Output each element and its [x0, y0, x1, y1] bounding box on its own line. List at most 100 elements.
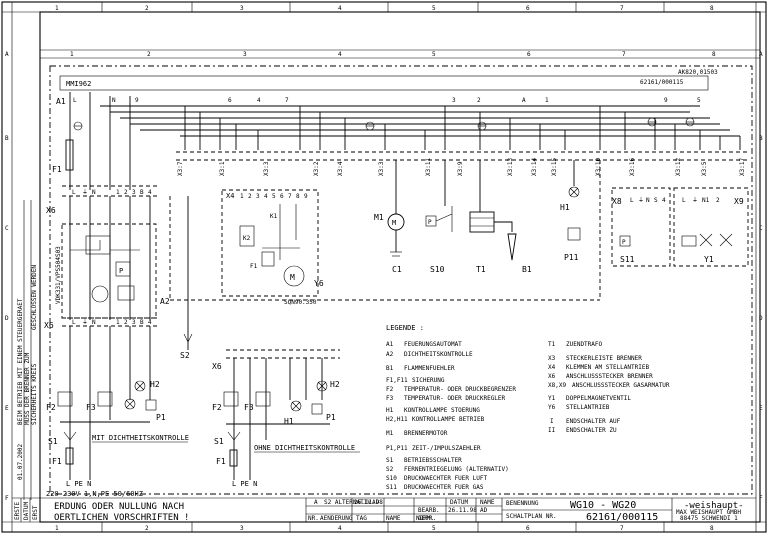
svg-text:E: E [5, 405, 9, 412]
t1-transformer-icon [469, 211, 495, 233]
svg-text:BETRIEBSSCHALTER: BETRIEBSSCHALTER [404, 457, 462, 464]
svg-text:7: 7 [285, 97, 289, 104]
svg-text:X3:14: X3:14 [531, 158, 538, 176]
svg-text:P: P [119, 267, 123, 275]
benennung-label: BENENNUNG [506, 500, 539, 507]
f3-left: F3 [86, 403, 96, 412]
svg-text:ERST: ERST [32, 505, 39, 520]
svg-text:STELLANTRIEB: STELLANTRIEB [566, 404, 610, 411]
svg-text:B1: B1 [386, 365, 394, 372]
wire-numbers: L N 9 6 4 7 3 2 A 1 9 5 [73, 97, 701, 104]
f2-mid: F2 [212, 403, 222, 412]
title-block [12, 497, 756, 522]
svg-text:BRENNERMOTOR: BRENNERMOTOR [404, 430, 448, 437]
svg-text:ANSCHLUSSSTECKER GASARMATUR: ANSCHLUSSSTECKER GASARMATUR [572, 382, 670, 389]
lower-mid-circuit [223, 358, 330, 480]
mm-label: MMI962 [66, 80, 91, 88]
svg-text:A: A [5, 51, 9, 58]
h2-left: H2 [150, 380, 160, 389]
svg-text:N: N [92, 319, 96, 326]
svg-text:3: 3 [243, 51, 247, 58]
x4-label: X4 [226, 192, 234, 200]
f1-fuse-icon [65, 139, 74, 171]
svg-text:2: 2 [124, 189, 128, 196]
svg-text:DRUCKWAECHTER FUER LUFT: DRUCKWAECHTER FUER LUFT [404, 475, 487, 482]
ref-2: 62161/000115 [640, 79, 684, 86]
svg-text:S1: S1 [386, 457, 394, 464]
svg-text:X6: X6 [548, 373, 556, 380]
svg-text:E: E [759, 405, 763, 412]
x3-connectors: X3:7 X3:1 X3:3 X3:2 X3:4 X3:3 X3:11 X3:9… [177, 158, 746, 176]
svg-text:X3:15: X3:15 [551, 158, 558, 176]
schaltplan-label: SCHALTPLAN NR. [506, 513, 557, 520]
svg-text:X3:7: X3:7 [177, 161, 184, 176]
svg-text:C: C [5, 225, 9, 232]
svg-text:FERNENTRIEGELUNG (ALTERNATIV): FERNENTRIEGELUNG (ALTERNATIV) [404, 466, 509, 473]
svg-text:ZUENDTRAFO: ZUENDTRAFO [566, 341, 603, 348]
svg-text:M1: M1 [386, 430, 394, 437]
col-8: 8 [710, 5, 714, 12]
a1-label: A1 [56, 97, 66, 106]
svg-text:⏚: ⏚ [82, 189, 88, 196]
y6-motor-icon [283, 265, 305, 287]
a1-enclosure [49, 65, 753, 495]
svg-text:C: C [759, 225, 763, 232]
ground-icons [73, 117, 695, 131]
svg-text:4: 4 [257, 97, 261, 104]
svg-text:5: 5 [697, 97, 701, 104]
lpen-mid: L PE N [232, 480, 257, 488]
f3-mid: F3 [244, 403, 254, 412]
svg-text:4: 4 [264, 193, 268, 200]
svg-text:SICHERHEITS KREIS: SICHERHEITS KREIS [31, 363, 38, 425]
svg-text:F2: F2 [386, 386, 394, 393]
svg-text:DICHTHEITSKONTROLLE: DICHTHEITSKONTROLLE [404, 351, 473, 358]
svg-text:2: 2 [145, 525, 149, 532]
col-4: 4 [338, 5, 342, 12]
svg-text:ZEIT-/IMPULSZAEHLER: ZEIT-/IMPULSZAEHLER [412, 445, 481, 452]
p1-mid: P1 [326, 413, 336, 422]
svg-text:2: 2 [248, 193, 252, 200]
bearb-date: 26.11.98 [448, 507, 477, 514]
h2-mid: H2 [330, 380, 340, 389]
y6-label: Y6 [314, 279, 324, 288]
x6-label: X6 [46, 206, 56, 215]
row-ruler: A B C D E F A B C D E F [5, 51, 763, 502]
svg-text:DRUCKWAECHTER FUER GAS: DRUCKWAECHTER FUER GAS [404, 484, 484, 491]
t1-label: T1 [476, 265, 486, 274]
name-label: NAME [480, 499, 495, 506]
footer-note-1: ERDUNG ODER NULLUNG NACH [54, 502, 184, 512]
svg-text:N1: N1 [702, 197, 710, 204]
svg-text:4: 4 [338, 51, 342, 58]
svg-text:B: B [140, 319, 144, 326]
f2-left: F2 [46, 403, 56, 412]
a2-box [61, 223, 157, 319]
svg-text:9: 9 [664, 97, 668, 104]
x6-b-label: X6 [44, 321, 54, 330]
s1-mid: S1 [214, 437, 224, 446]
svg-text:⏚: ⏚ [692, 197, 698, 204]
company-name: -weishaupt- [684, 501, 744, 511]
svg-text:P: P [622, 239, 626, 246]
svg-text:4: 4 [662, 197, 666, 204]
svg-text:3: 3 [452, 97, 456, 104]
svg-text:X3: X3 [548, 355, 556, 362]
col-5: 5 [432, 5, 436, 12]
svg-text:A: A [759, 51, 763, 58]
svg-text:N: N [646, 197, 650, 204]
svg-text:⏚: ⏚ [638, 197, 644, 204]
svg-text:8: 8 [712, 51, 716, 58]
svg-text:S11: S11 [386, 484, 397, 491]
rev-col-name: NAME [386, 515, 401, 522]
svg-text:ANSCHLUSSSTECKER BRENNER: ANSCHLUSSSTECKER BRENNER [566, 373, 653, 380]
s11-label: S11 [620, 255, 635, 264]
svg-text:L: L [72, 319, 76, 326]
s1-left: S1 [48, 437, 58, 446]
col-2: 2 [145, 5, 149, 12]
col-3: 3 [240, 5, 244, 12]
col-6: 6 [526, 5, 530, 12]
svg-text:⏚: ⏚ [82, 319, 88, 326]
side-note: BEIM BETRIEB MIT EINEM STEUERGERAET MUSS… [17, 265, 38, 480]
svg-text:Y6: Y6 [548, 404, 556, 411]
